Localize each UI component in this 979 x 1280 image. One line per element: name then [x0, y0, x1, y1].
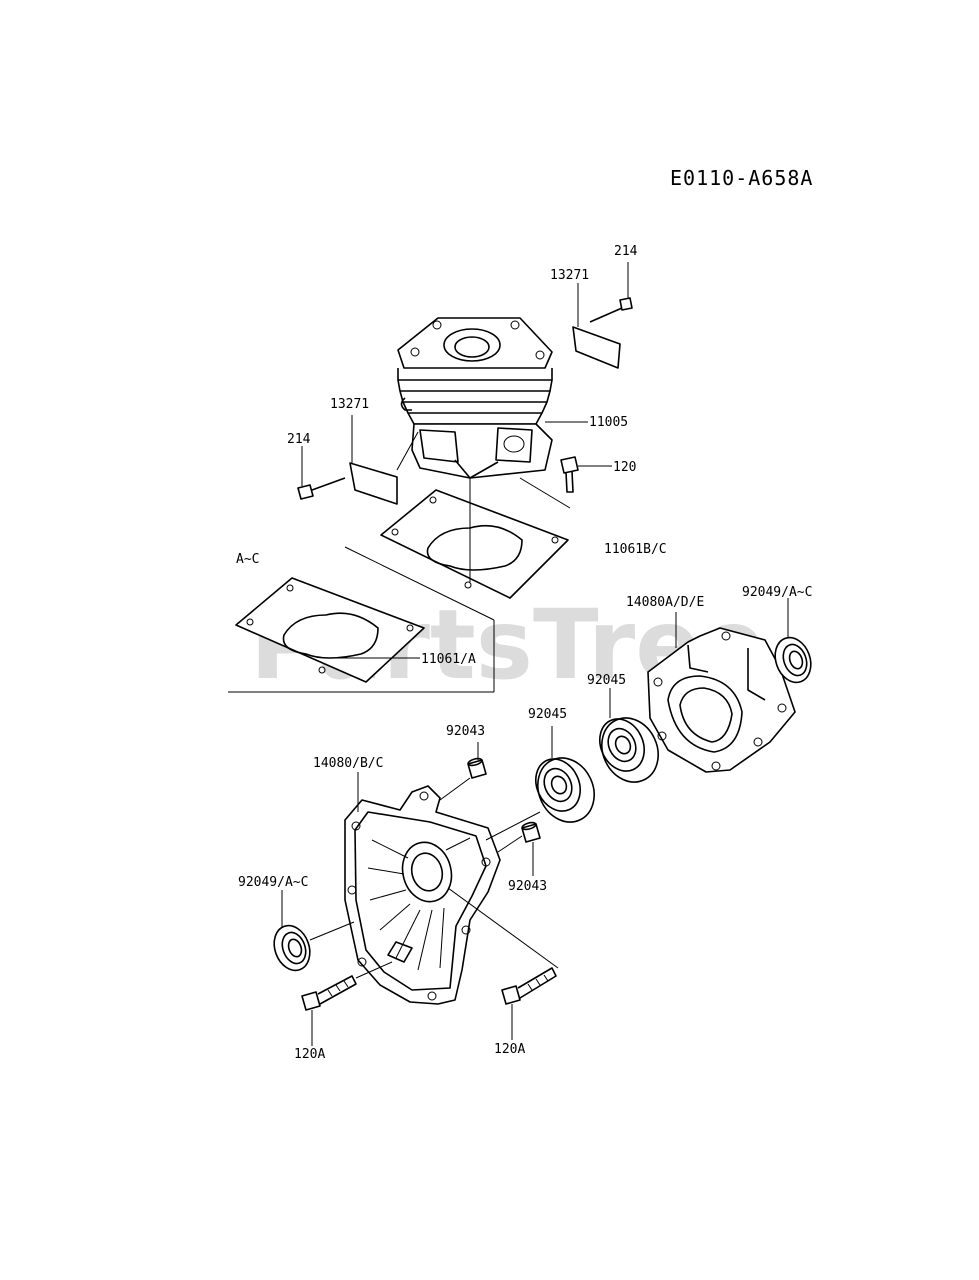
- label-92045-left[interactable]: 92045: [528, 707, 567, 722]
- label-variant-ac[interactable]: A~C: [236, 552, 259, 567]
- seal-92049-right[interactable]: [769, 633, 817, 688]
- label-13271-left[interactable]: 13271: [330, 397, 369, 412]
- crankcase-14080bc[interactable]: [344, 785, 501, 1005]
- gasket-13271-left[interactable]: [349, 462, 398, 505]
- leader-92043-bottom-b: [497, 835, 523, 853]
- alignment-line-b: [485, 811, 541, 841]
- label-14080ade[interactable]: 14080A/D/E: [626, 595, 704, 610]
- alignment-line-a: [447, 887, 559, 969]
- leader-13271-left-b: [396, 431, 419, 471]
- leader-120-b: [519, 477, 571, 509]
- leader-92043-top-b: [439, 777, 471, 801]
- cylinder-11005[interactable]: [397, 317, 553, 479]
- pin-92043-bottom[interactable]: [521, 821, 541, 843]
- bolt-214-left[interactable]: [297, 477, 346, 500]
- bracket-top: [344, 546, 495, 621]
- diagram-code: E0110-A658A: [670, 166, 813, 190]
- label-92043-top[interactable]: 92043: [446, 724, 485, 739]
- label-13271-top[interactable]: 13271: [550, 268, 589, 283]
- label-120[interactable]: 120: [613, 460, 636, 475]
- label-11061a[interactable]: 11061/A: [421, 652, 476, 667]
- bolt-120[interactable]: [560, 456, 579, 493]
- alignment-line-c: [309, 921, 355, 941]
- label-214-left[interactable]: 214: [287, 432, 311, 447]
- crankcase-14080ade[interactable]: [647, 627, 796, 773]
- label-11061bc[interactable]: 11061B/C: [604, 542, 667, 557]
- bolt-214-top[interactable]: [589, 297, 633, 323]
- gasket-11061a[interactable]: [235, 577, 425, 683]
- label-120a-right[interactable]: 120A: [494, 1042, 525, 1057]
- bearing-92045-left[interactable]: [528, 749, 605, 832]
- alignment-line-d: [355, 961, 393, 979]
- label-92043-bottom[interactable]: 92043: [508, 879, 547, 894]
- bolt-120a-right[interactable]: [501, 967, 557, 1005]
- label-214-top[interactable]: 214: [614, 244, 638, 259]
- pin-92043-top[interactable]: [467, 757, 487, 779]
- label-14080bc[interactable]: 14080/B/C: [313, 756, 383, 771]
- bolt-120a-left[interactable]: [301, 975, 357, 1011]
- seal-92049-left[interactable]: [268, 921, 316, 976]
- bearing-92045-right[interactable]: [592, 709, 669, 792]
- label-92049-left[interactable]: 92049/A~C: [238, 875, 308, 890]
- label-120a-left[interactable]: 120A: [294, 1047, 325, 1062]
- gasket-13271-top[interactable]: [572, 326, 621, 369]
- label-92045-right[interactable]: 92045: [587, 673, 626, 688]
- gasket-11061bc[interactable]: [380, 489, 569, 599]
- label-92049-right[interactable]: 92049/A~C: [742, 585, 812, 600]
- label-11005[interactable]: 11005: [589, 415, 628, 430]
